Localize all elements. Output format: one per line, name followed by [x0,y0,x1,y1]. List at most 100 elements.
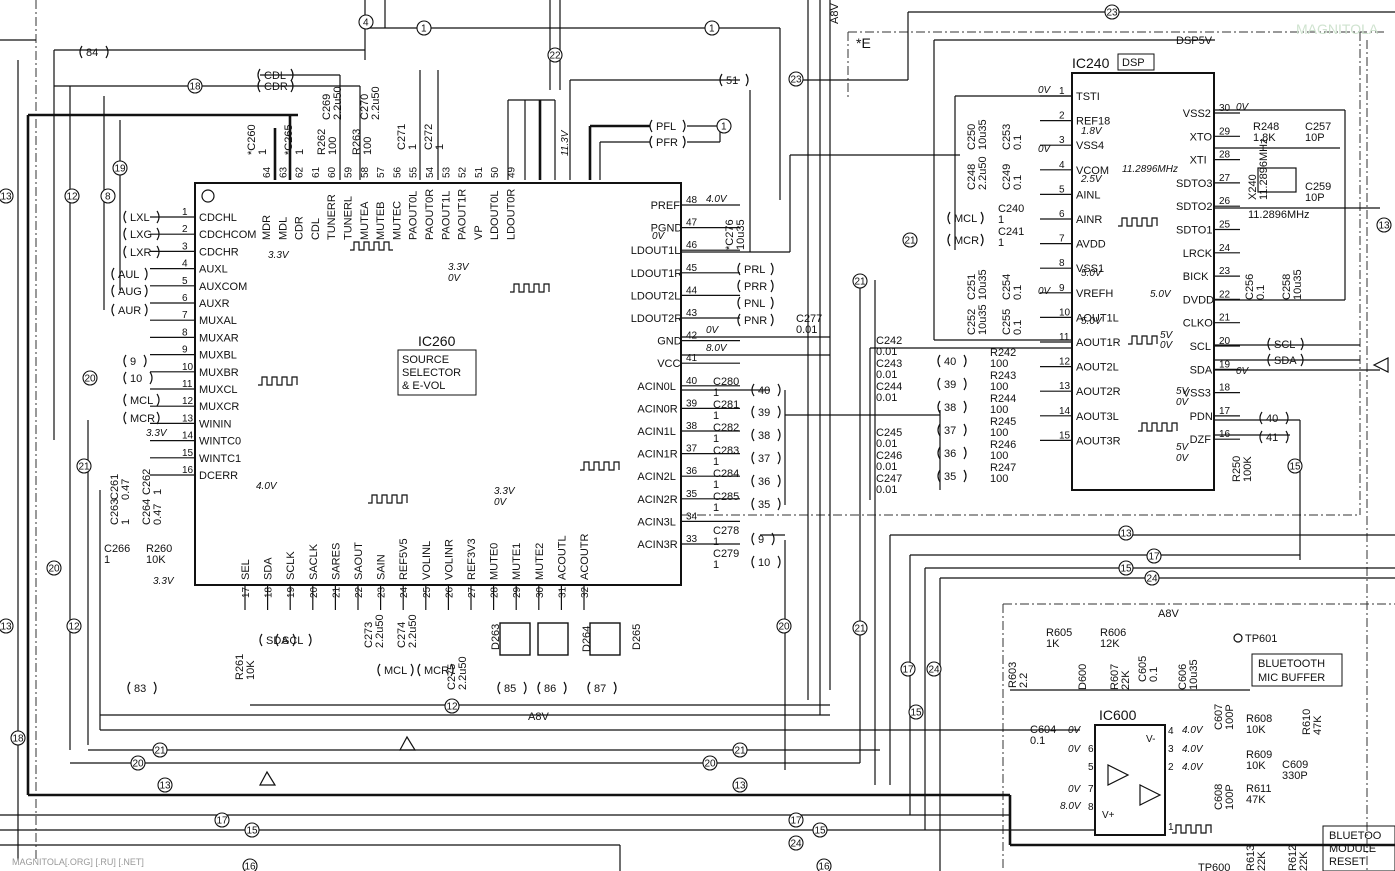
bt-reset-title-3: RESET [1329,856,1366,868]
pin-name: AOUT3L [1076,411,1119,423]
pin-number: 20 [309,586,320,598]
component-ref: C274 [396,622,408,648]
circled-ref-number: 15 [1290,462,1302,473]
component-ref: R605 [1046,627,1072,639]
connector-bracket-icon [111,284,148,298]
connector-bracket-icon [123,354,147,368]
voltage-label: 4.0V [1182,725,1204,736]
ic600-body [1094,724,1166,836]
voltage-label: 5V [1176,442,1190,453]
circled-ref-number: 17 [903,665,915,676]
diode-ref: D265 [631,624,643,650]
pin-name: MUTE0 [489,543,501,580]
pin-number: 33 [686,534,698,545]
voltage-label: 0V [1176,397,1190,408]
connector-bracket-icon [123,245,160,259]
connector-label: AUG [118,286,142,298]
component-value: 1 [713,456,719,468]
circled-ref-number: 20 [779,622,791,633]
component-value: 11.2896MHz [1258,138,1270,200]
pin-name: VCOM [1076,165,1109,177]
connector-label: 39 [944,379,956,391]
circled-ref-number: 13 [160,781,172,792]
voltage-label: 8.0V [1060,801,1082,812]
pin-name: AOUT3R [1076,435,1121,447]
circled-ref-number: 21 [855,624,867,635]
pin-name: AINR [1076,214,1102,226]
component-value: 1 [434,144,446,150]
component-value: 0.1 [1012,175,1024,190]
pin-number: 10 [182,362,194,373]
pin-number: 15 [1059,430,1071,441]
circled-ref-number: 20 [705,759,717,770]
circled-ref-icon [704,20,720,36]
component-value: 10K [245,660,257,680]
pin-name: PAOUT0L [408,191,420,240]
connector-bracket-icon [751,555,781,569]
circled-ref-icon [908,704,924,720]
pin-number: 18 [1219,383,1231,394]
connector-bracket-icon [737,262,774,276]
diode-pack-icon [537,622,569,656]
pin-name: VREFH [1076,288,1113,300]
pin-number: 48 [686,195,698,206]
ic600-pin-label: V+ [1102,810,1115,821]
connector-label: 83 [134,683,146,695]
component-ref: C608 [1213,784,1225,810]
circled-ref-number: 4 [363,18,369,29]
circled-ref-icon [46,560,62,576]
component-ref: R608 [1246,713,1272,725]
circled-ref-icon [852,620,868,636]
voltage-label: 3.3V [448,262,470,273]
component-value: 0.01 [876,438,897,450]
circled-ref-icon [902,232,918,248]
component-value: 0.1 [1012,285,1024,300]
component-ref: R613 [1245,845,1257,871]
component-ref: C256 [1244,274,1256,300]
diode-pack-icon [589,622,621,656]
pin-name: VSS2 [1183,108,1211,120]
connector-label: MCR [954,235,979,247]
circled-ref-icon [926,661,942,677]
pin-number: 21 [331,586,342,598]
pin-name: VP [473,225,485,240]
component-value: 1 [713,433,719,445]
connector-label: PNR [744,315,767,327]
connector-bracket-icon [127,681,157,695]
component-ref: D600 [1077,664,1089,690]
component-value: 10u35 [1292,269,1304,300]
pin-name: VCC [657,358,680,370]
circled-ref-icon [776,618,792,634]
component-value: 100 [990,358,1008,370]
component-value: 100K [1242,456,1254,482]
connector-bracket-icon [377,663,414,677]
pin-name: WININ [199,418,231,430]
component-value: 100 [990,450,1008,462]
component-ref: C247 [876,473,902,485]
pin-number: 12 [182,396,194,407]
circled-ref-number: 22 [550,51,562,62]
ic600-pin-num: 2 [1168,762,1174,773]
connector-label: 40 [1266,413,1278,425]
component-ref: *C260 [246,124,258,155]
connector-bracket-icon [649,119,686,133]
pin-name: TUNERL [343,196,355,240]
component-value: 1 [120,519,132,525]
pin-name: MUTE1 [511,543,523,580]
voltage-annotations: 3.3V 3.3V 0V 3.3V 4.0V 3.3V 3.3V 0V 4.0V… [146,85,1250,587]
pin-number: 20 [1219,336,1231,347]
circled-ref-number: 12 [447,702,459,713]
component-ref: C271 [396,124,408,150]
circled-ref-icon [1118,560,1134,576]
pin-name: DCERR [199,470,238,482]
component-ref: R603 [1007,662,1019,688]
voltage-label: 0V [494,497,508,508]
connector-label: MCL [130,395,153,407]
connector-label: 35 [944,471,956,483]
component-value: 12K [1100,638,1120,650]
circled-ref-icon [0,618,14,634]
